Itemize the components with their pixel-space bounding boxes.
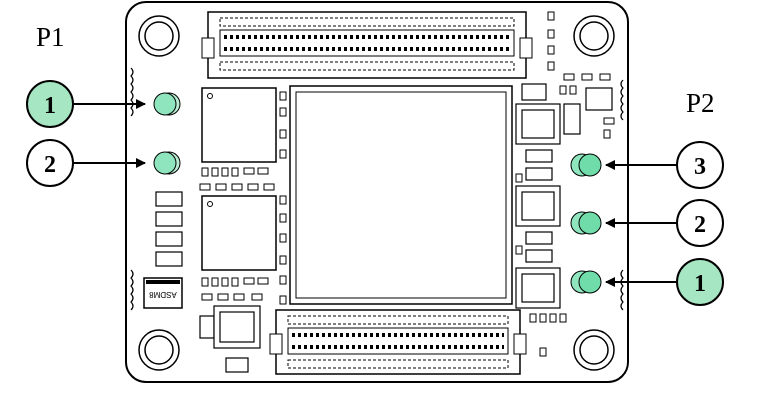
mounting-hole-bottom-left: [138, 329, 180, 371]
led-left-2: [153, 151, 181, 175]
callout-left-2-label: 2: [44, 152, 56, 178]
left-upper-ic: [201, 87, 277, 163]
callout-arrows: [73, 99, 677, 287]
port-label-p2: P2: [686, 88, 715, 118]
main-chip: [289, 85, 513, 305]
left-lower-ic: [201, 195, 277, 271]
right-side-components: [515, 83, 613, 309]
callout-right-3: 3: [676, 141, 724, 189]
mounting-hole-bottom-right: [573, 329, 615, 371]
callout-right-2-label: 2: [694, 212, 706, 238]
mounting-hole-top-left: [138, 15, 180, 57]
led-right-3: [570, 153, 602, 177]
board-edge-notches: [130, 67, 624, 311]
chip-marking: ASDM8: [149, 290, 177, 299]
mounting-hole-top-right: [573, 15, 615, 57]
bottom-connector: [269, 309, 527, 375]
callout-left-1-label: 1: [44, 93, 56, 119]
callout-right-2: 2: [676, 199, 724, 247]
callout-right-1: 1: [676, 258, 724, 306]
top-connector: [201, 11, 533, 79]
passive-components: [199, 11, 615, 357]
led-right-1: [570, 270, 602, 294]
silkscreen-chip: ASDM8: [143, 277, 183, 309]
led-left-1: [153, 92, 181, 116]
callout-left-2: 2: [26, 139, 74, 187]
left-side-components: [155, 191, 261, 373]
led-right-2: [570, 211, 602, 235]
callout-right-1-label: 1: [694, 271, 706, 297]
callout-left-1: 1: [26, 80, 74, 128]
callout-right-3-label: 3: [694, 154, 706, 180]
port-label-p1: P1: [36, 22, 65, 52]
